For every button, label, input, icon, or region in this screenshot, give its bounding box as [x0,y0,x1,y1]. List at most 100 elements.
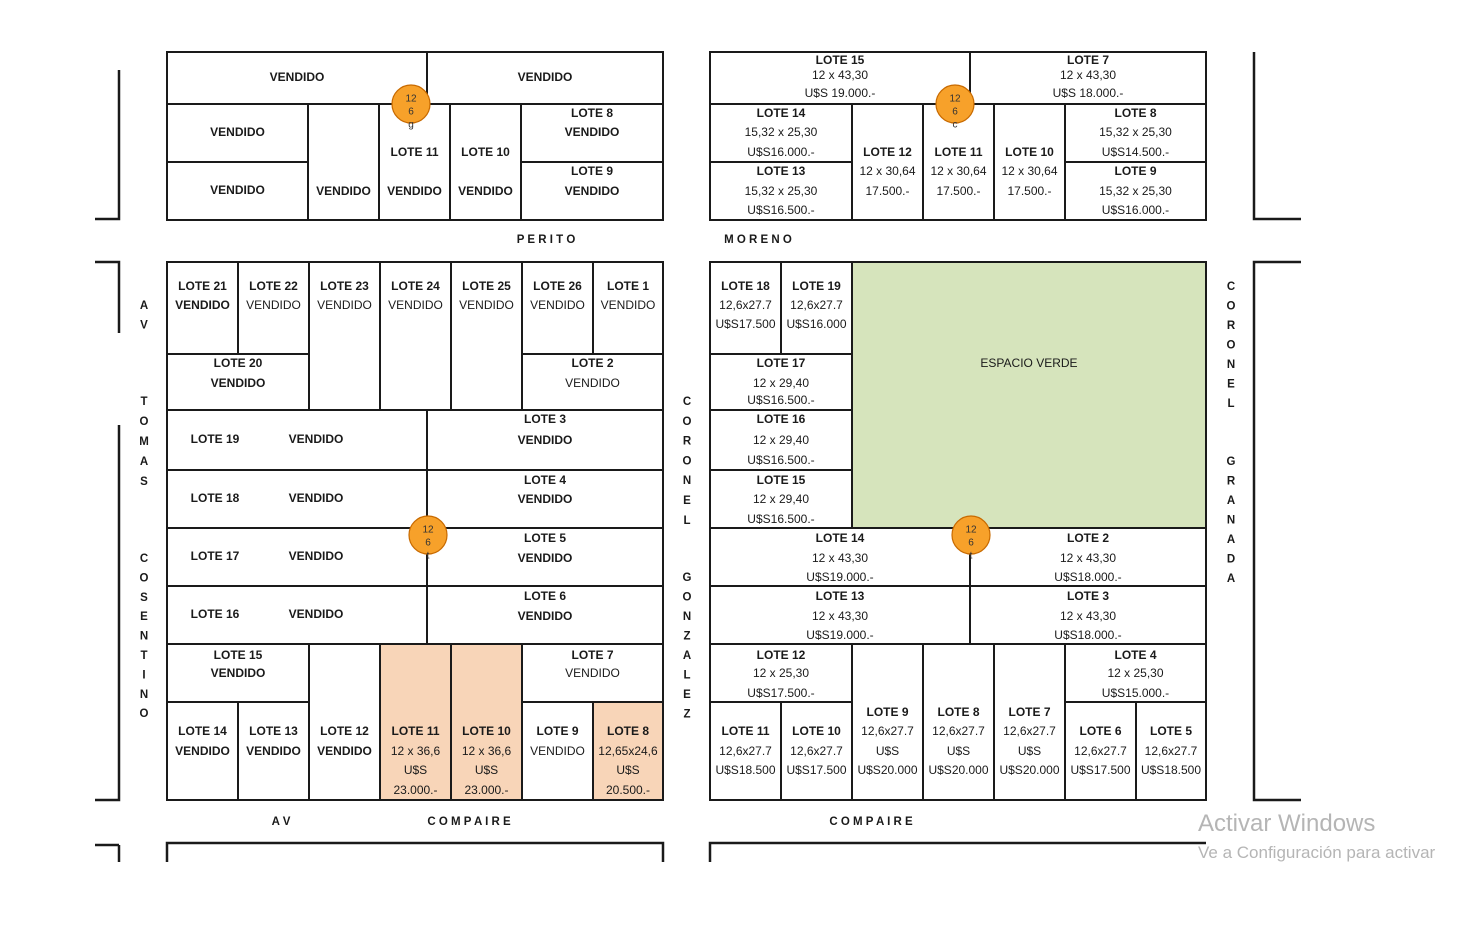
lot-tr-l9[interactable]: LOTE 915,32 x 25,30U$S16.000.- [1064,161,1207,221]
lot-tl-v1[interactable]: VENDIDO [166,51,428,105]
lot-tr-l7[interactable]: LOTE 712 x 43,30U$S 18.000.- [969,51,1207,105]
lot-text: 12 x 30,64 [1001,164,1057,178]
lot-br-l5[interactable]: LOTE 512,6x27.7U$S18.500 [1135,701,1207,801]
street-letter: C [140,553,148,565]
lot-br-l9[interactable]: LOTE 912,6x27.7U$SU$S20.000 [851,643,924,801]
lot-br-l4[interactable]: LOTE 412 x 25,30U$S15.000.- [1064,643,1207,703]
marker-text: 12 [949,94,961,105]
lot-text: U$S20.000 [857,763,917,777]
lot-tl-v4[interactable]: VENDIDO [166,161,309,221]
lot-shape [426,527,664,587]
lot-tl-v2[interactable]: VENDIDO [426,51,664,105]
lot-tl-v5[interactable]: VENDIDO [307,103,380,221]
lot-text: LOTE 17 [191,549,240,563]
lot-br-l3[interactable]: LOTE 312 x 43,30U$S18.000.- [969,585,1207,645]
lot-text: U$S17.500 [715,317,775,331]
lot-shape [166,701,239,801]
lot-text: 12,6x27.7 [790,744,843,758]
lot-text: LOTE 11 [390,145,438,159]
lot-text: 12,6x27.7 [1145,744,1198,758]
lot-text: U$S15.000.- [1102,686,1169,700]
lot-text: U$S16.500.- [747,203,814,217]
lot-bl-l8[interactable]: LOTE 812,65x24,6U$S20.500.- [592,701,664,801]
lot-br-l7[interactable]: LOTE 712,6x27.7U$SU$S20.000 [993,643,1066,801]
lot-text: U$S [876,744,899,758]
lot-shape [969,527,1207,587]
lot-shape [379,643,452,801]
street-letter: O [140,572,149,584]
street-compaire-right: C O M P A I R E [829,816,913,828]
street-letter: O [683,455,692,467]
lot-shape [969,51,1207,105]
lot-shape [709,469,853,529]
lot-text: LOTE 2 [1067,531,1109,545]
lot-shape [426,51,664,105]
lot-br-verde[interactable]: ESPACIO VERDE [851,261,1207,529]
lot-text: VENDIDO [530,298,585,312]
lot-br-l6[interactable]: LOTE 612,6x27.7U$S17.500 [1064,701,1137,801]
lot-text: LOTE 8 [607,724,649,738]
street-letter: O [140,708,149,720]
lot-br-l2[interactable]: LOTE 212 x 43,30U$S18.000.- [969,527,1207,587]
lot-text: 12 x 25,30 [1107,666,1163,680]
lot-text: LOTE 19 [792,279,841,293]
lot-text: VENDIDO [175,298,230,312]
lot-tl-v3[interactable]: VENDIDO [166,103,309,163]
lot-text: U$S18.000.- [1054,628,1121,642]
lot-text: U$S17.500 [786,763,846,777]
lot-tr-l8[interactable]: LOTE 815,32 x 25,30U$S14.500.- [1064,103,1207,163]
lot-br-l8[interactable]: LOTE 812,6x27.7U$SU$S20.000 [922,643,995,801]
lot-text: 12,6x27.7 [719,298,772,312]
